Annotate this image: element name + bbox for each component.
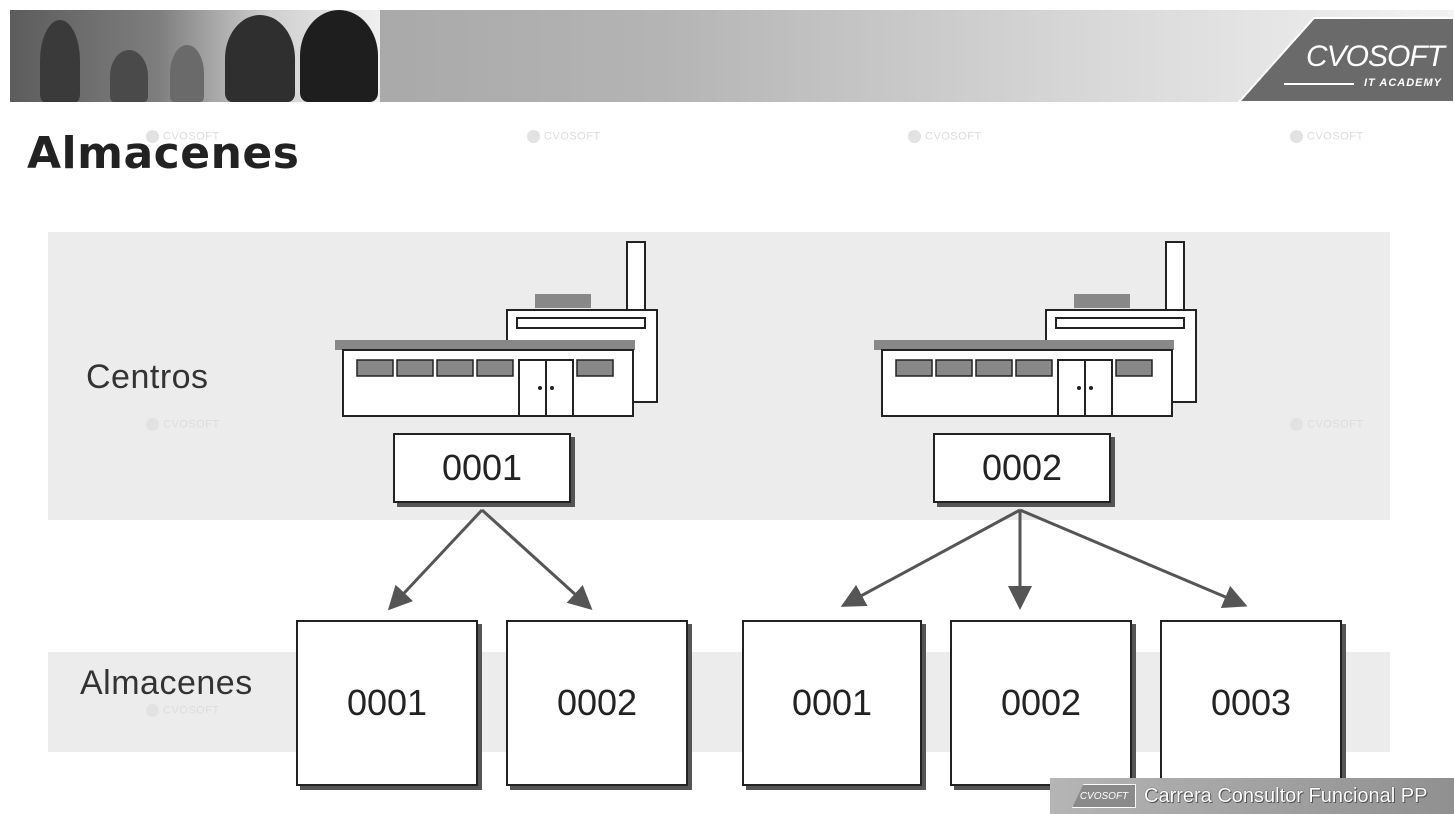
watermark: CVOSOFT xyxy=(146,704,220,717)
header-photo xyxy=(10,10,380,102)
factory-icon xyxy=(873,241,1197,417)
logo-text: CVOSOFT xyxy=(1305,40,1445,73)
arrow xyxy=(480,508,593,611)
footer-logo: CVOSOFT xyxy=(1072,784,1136,808)
logo-subtext: IT ACADEMY xyxy=(1363,77,1442,89)
watermark: CVOSOFT xyxy=(908,130,982,143)
watermark: CVOSOFT xyxy=(1290,418,1364,431)
arrow xyxy=(840,508,1021,607)
watermark: CVOSOFT xyxy=(146,418,220,431)
storage-location-box: 0001 xyxy=(296,620,478,786)
arrow xyxy=(1019,508,1248,609)
level-label-centros: Centros xyxy=(86,358,209,396)
storage-location-box: 0001 xyxy=(742,620,922,786)
storage-location-box: 0002 xyxy=(506,620,688,786)
arrow xyxy=(387,508,484,611)
footer-course-title: Carrera Consultor Funcional PP xyxy=(1144,784,1428,807)
level-label-almacenes: Almacenes xyxy=(80,664,253,702)
cvosoft-logo xyxy=(1237,17,1454,102)
storage-location-box: 0003 xyxy=(1160,620,1342,786)
plant-box: 0002 xyxy=(933,433,1111,503)
factory-icon xyxy=(334,241,658,417)
watermark: CVOSOFT xyxy=(527,130,601,143)
watermark: CVOSOFT xyxy=(146,130,220,143)
plant-box: 0001 xyxy=(393,433,571,503)
header-banner: CVOSOFT IT ACADEMY xyxy=(10,10,1454,102)
footer-badge: CVOSOFT Carrera Consultor Funcional PP xyxy=(1050,778,1454,814)
watermark: CVOSOFT xyxy=(1290,130,1364,143)
storage-location-box: 0002 xyxy=(950,620,1132,786)
logo-rule xyxy=(1284,83,1354,85)
